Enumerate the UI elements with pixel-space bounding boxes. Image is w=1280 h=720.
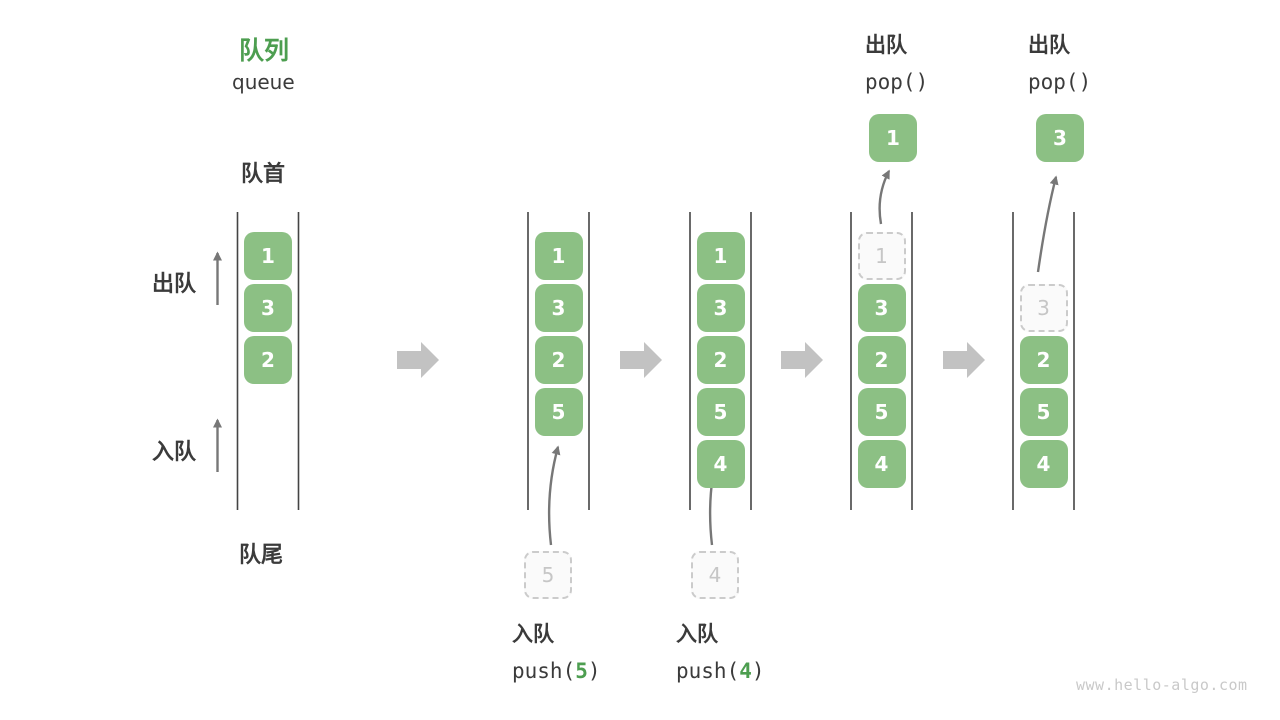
queue-cell: 3 (244, 284, 292, 332)
popped-cell: 3 (1036, 114, 1084, 162)
queue-cell: 4 (696, 440, 745, 488)
operation-name-cn: 入队 (676, 622, 718, 646)
operation-code: push(4) (676, 659, 765, 683)
page-title-cn: 队列 (239, 36, 290, 65)
queue-walls (236, 212, 1075, 510)
operation-label: 出队 pop() (865, 29, 928, 94)
queue-cell: 4 (1019, 440, 1068, 488)
operation-code: pop() (1028, 70, 1092, 94)
operation-arg: 4 (739, 659, 752, 683)
operation-name-cn: 出队 (1028, 33, 1070, 57)
queue-cell: 5 (857, 388, 906, 436)
queue-rear-label: 队尾 (239, 543, 284, 568)
queue-cell-removed: 1 (857, 232, 906, 280)
queue-cell-removed: 3 (1019, 284, 1068, 332)
arrows-group (213, 169, 1059, 546)
queue-front-label: 队首 (241, 162, 286, 187)
operation-label: 出队 pop() (1028, 29, 1091, 94)
next-state-arrow-icon (781, 342, 823, 378)
transfer-arrow-icon (878, 169, 891, 225)
queue-cell: 2 (696, 336, 745, 384)
popped-cell: 1 (869, 114, 917, 162)
operation-name-cn: 入队 (512, 622, 554, 646)
transfer-arrow-icon (547, 445, 561, 546)
incoming-cell: 4 (691, 551, 739, 599)
next-state-arrow-icon (620, 342, 662, 378)
page-title-en: queue (232, 70, 295, 94)
operation-name-cn: 出队 (865, 33, 907, 57)
transfer-arrow-icon (1036, 175, 1059, 273)
queue-cell: 5 (696, 388, 745, 436)
queue-cell: 3 (696, 284, 745, 332)
operation-code: push(5) (512, 659, 601, 683)
next-state-arrow-icon (397, 342, 439, 378)
enqueue-side-label: 入队 (152, 440, 197, 465)
queue-cell: 4 (857, 440, 906, 488)
queue-cell: 2 (857, 336, 906, 384)
next-state-arrow-icon (943, 342, 985, 378)
queue-cell: 1 (244, 232, 292, 280)
queue-cell: 2 (244, 336, 292, 384)
queue-cell: 5 (1019, 388, 1068, 436)
incoming-cell: 5 (524, 551, 572, 599)
queue-cell: 5 (534, 388, 583, 436)
queue-cell: 3 (857, 284, 906, 332)
operation-arg: 5 (575, 659, 588, 683)
operation-label: 入队 push(4) (676, 618, 765, 683)
queue-cell: 2 (1019, 336, 1068, 384)
queue-cell: 2 (534, 336, 583, 384)
queue-cell: 1 (534, 232, 583, 280)
dequeue-side-label: 出队 (152, 272, 197, 297)
queue-cell: 3 (534, 284, 583, 332)
operation-code: pop() (865, 70, 929, 94)
watermark: www.hello-algo.com (1076, 676, 1248, 694)
queue-cell: 1 (696, 232, 745, 280)
operation-label: 入队 push(5) (512, 618, 601, 683)
